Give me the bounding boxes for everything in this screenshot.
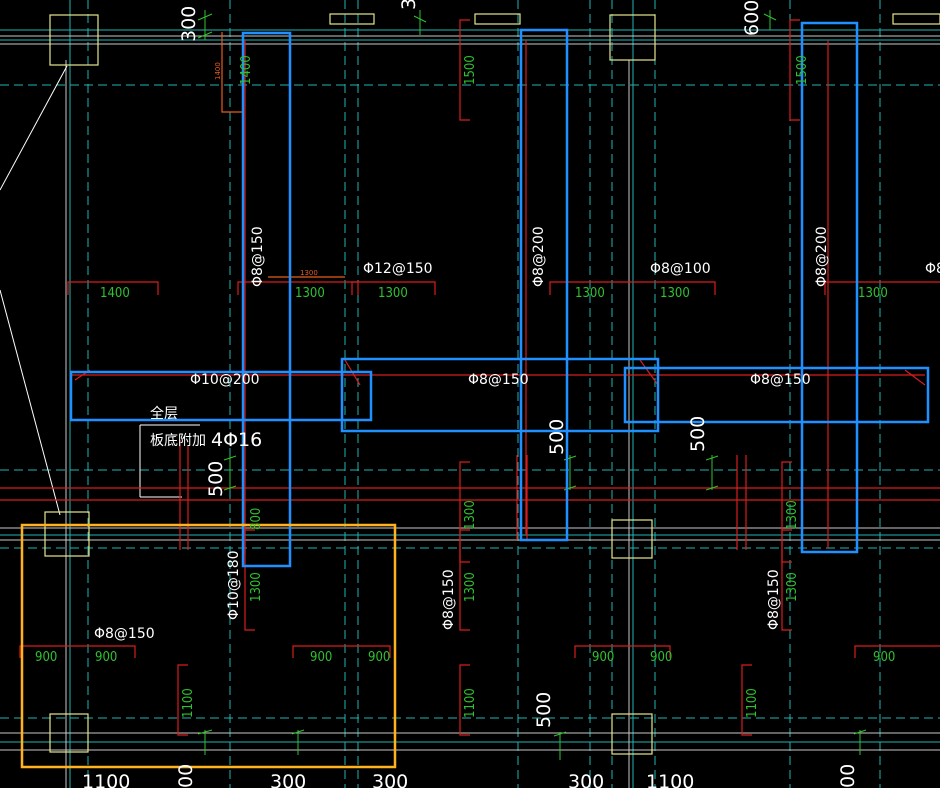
dim-300-bot-b: 300 [372,771,408,788]
len-1100-b: 1100 [463,688,478,718]
rebar-v2: Φ8@200 [531,226,547,287]
green-length-labels: 1400 1500 1500 1400 1300 1300 1300 1300 … [35,55,895,718]
highlight-region-orange[interactable] [20,523,397,769]
dim-3-top: 3 [398,0,420,10]
rebar-lines [0,19,940,736]
len-1300-e: 1300 [858,286,888,301]
highlight-vertical-3[interactable] [800,21,859,554]
len-1500-a: 1500 [463,55,478,85]
dim-300-top: 300 [178,6,200,42]
len-1300-a: 1300 [295,286,325,301]
dim-1100-bot-a: 1100 [82,771,130,788]
len-900-d: 900 [368,650,390,665]
dim-500-c: 500 [687,416,709,452]
dim-00-bot-a: 00 [175,764,197,788]
len-900-f: 900 [650,650,672,665]
rebar-b2: Φ8@150 [468,372,529,388]
dim-00-bot-b: 00 [837,764,859,788]
highlight-horizontal-2[interactable] [340,357,660,433]
len-1400-b: 1400 [100,286,130,301]
len-1300-h: 1300 [249,572,264,602]
note-bottom-add: 板底附加 [150,433,206,449]
rebar-edge: Φ8 [925,261,940,277]
len-1300-b: 1300 [378,286,408,301]
rebar-c4: Φ8@150 [766,569,782,630]
rebar-c1: Φ10@180 [226,550,242,620]
dimension-marks [197,10,867,760]
rebar-h1: Φ12@150 [363,261,433,277]
dim-1400-red: 1400 [214,62,222,80]
note-all-layers: 全层 [150,405,178,422]
columns [44,13,940,755]
len-1400-a: 1400 [239,55,254,85]
dim-500-d: 500 [533,692,555,728]
len-1300-c: 1300 [575,286,605,301]
len-1100-a: 1100 [181,688,196,718]
dim-300-bot-c: 300 [568,771,604,788]
len-1300-i: 1300 [463,572,478,602]
len-900-c: 900 [310,650,332,665]
rebar-c3: Φ8@150 [441,569,457,630]
rebar-v1: Φ8@150 [250,226,266,287]
highlight-boxes [20,21,930,769]
dim-1100-bot-b: 1100 [646,771,694,788]
len-800: 800 [249,508,264,530]
len-1300-d: 1300 [660,286,690,301]
len-900-b: 900 [95,650,117,665]
len-900-e: 900 [592,650,614,665]
white-labels: 300 3 600 Φ8@150 Φ8@200 Φ8@200 Φ12@150 Φ… [82,0,940,788]
rebar-b3: Φ8@150 [750,372,811,388]
len-900-g: 900 [873,650,895,665]
dim-500-b: 500 [546,419,568,455]
highlight-horizontal-3[interactable] [623,366,930,424]
len-900-a: 900 [35,650,57,665]
dim-500-a: 500 [205,461,227,497]
beam-lines [0,35,940,788]
dim-1300-red: 1300 [300,269,318,277]
len-1300-g: 1300 [785,500,800,530]
rebar-b1: Φ10@200 [190,372,260,388]
rebar-v3: Φ8@200 [814,226,830,287]
len-1100-c: 1100 [745,688,760,718]
highlight-horizontal-1[interactable] [69,370,373,422]
dim-300-bot-a: 300 [270,771,306,788]
rebar-h2: Φ8@100 [650,261,711,277]
note-4phi16: 4Φ16 [211,429,262,451]
small-red-labels: 1400 1300 [214,62,318,277]
len-1500-b: 1500 [795,55,810,85]
len-1300-f: 1300 [463,500,478,530]
len-1300-j: 1300 [785,572,800,602]
highlight-vertical-2[interactable] [519,28,569,542]
dim-600-top: 600 [741,0,763,36]
rebar-c2: Φ8@150 [94,626,155,642]
highlight-vertical-1[interactable] [241,31,292,568]
